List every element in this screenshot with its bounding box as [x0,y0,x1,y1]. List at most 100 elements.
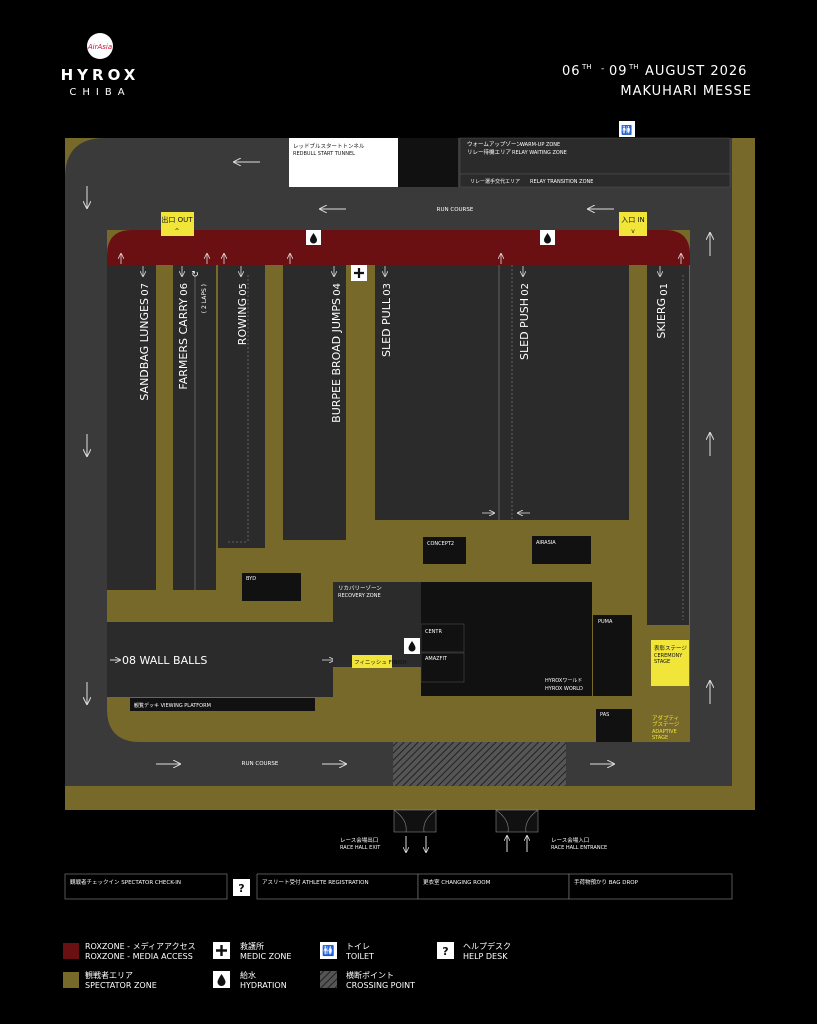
spectator-swatch [63,972,79,988]
date-end: 09 [609,64,628,79]
legend-crossing-en: CROSSING POINT [346,981,415,990]
exit-label: 出口 OUT [161,215,193,224]
farmers-laps-note: ( 2 LAPS ) [201,284,208,313]
legend-medic-en: MEDIC ZONE [240,952,291,961]
station-04-name: BURPEE BROAD JUMPS [330,298,343,423]
hyrox-world-en: HYROX WORLD [545,686,583,692]
hall-exit-jp: レース会場出口 [340,836,378,844]
toilet-icon-glyph: 🚻 [322,944,334,957]
legend-roxzone-jp: ROXZONE - メディアアクセス [85,941,196,951]
tunnel-dark-block [398,138,458,187]
lane-05 [218,265,265,548]
station-04-number: 04 [332,283,343,296]
centr-booth: CENTR [425,629,442,635]
station-05-number: 05 [238,283,249,296]
lane-08 [107,622,333,697]
exit-sign [161,212,194,236]
service-spectator-checkin: 観戦者チェックイン SPECTATOR CHECK-IN [70,878,181,886]
relay-transition-zone [459,173,731,188]
entry-sign [619,212,647,236]
date-month: AUGUST 2026 [645,64,747,79]
viewing-platform [130,698,315,711]
ceremony-label-jp: 表彰ステージ [654,644,687,652]
help-icon-glyph: ? [442,945,448,958]
airasia-booth: AIRASIA [536,540,556,546]
hall-doors: レース会場出口 RACE HALL EXIT レース会場入口 RACE HALL… [340,809,607,852]
date-start-suffix: TH [581,63,592,71]
lane-04 [283,265,346,540]
entry-arrow-icon: v [631,228,635,235]
toilet-icon [619,121,635,137]
station-lanes [107,265,689,697]
legend-spectator-en: SPECTATOR ZONE [85,981,157,990]
warmup-label-jp: ウォームアップゾーン [467,140,522,148]
station-01-name: SKIERG [655,298,668,339]
station-03-name: SLED PULL [380,297,393,357]
station-03-number: 03 [382,283,393,296]
legend: ROXZONE - メディアアクセス ROXZONE - MEDIA ACCES… [63,941,511,990]
airasia-logo-text: AirAsia [87,43,112,51]
toilet-icon-glyph: 🚻 [621,124,632,136]
brand-city: CHIBA [69,87,130,98]
station-02-name: SLED PUSH [518,298,531,360]
start-tunnel-label-jp: レッドブルスタートトンネル [293,142,365,150]
toilet-icon [320,942,337,959]
byd-booth: BYD [246,576,256,582]
legend-toilet-jp: トイレ [346,942,370,951]
recovery-label-jp: リカバリーゾーン [338,585,382,592]
station-06-name: FARMERS CARRY [177,298,190,390]
station-06-number: 06 [179,283,190,296]
brand-name: HYROX [61,66,140,84]
date-start: 06 [562,64,581,79]
hall-exit-en: RACE HALL EXIT [340,845,381,851]
legend-medic-jp: 救護所 [240,941,264,951]
legend-spectator-jp: 観戦者エリア [85,970,133,980]
finish-label: フィニッシュ FINISH [354,659,407,666]
date-dash: - [601,64,604,74]
lane-07 [107,265,156,590]
station-labels: 01 SKIERG 02 SLED PUSH 03 SLED PULL 04 B… [138,283,670,423]
help-icon [437,942,454,959]
lane-01 [647,265,689,625]
services-bar: 観戦者チェックイン SPECTATOR CHECK-IN ? アスリート受付 A… [64,873,733,900]
legend-hydration-jp: 給水 [240,970,256,980]
redbull-start-tunnel [289,138,398,187]
station-07-number: 07 [140,283,151,296]
adaptive-label-jp: アダプティブステージ [652,714,680,728]
airasia-logo: AirAsia [87,33,113,59]
puma-booth: PUMA [598,619,613,625]
legend-toilet-en: TOILET [345,952,374,961]
sponsor-booths: CONCEPT2 AIRASIA BYD CENTR AMAZFIT HYROX… [242,536,632,742]
pas-booth: PAS [600,712,609,718]
help-icon-glyph: ? [238,882,244,895]
legend-help-jp: ヘルプデスク [463,941,511,951]
loop-icon: ↻ [191,270,199,280]
legend-hydration-en: HYDRATION [240,981,287,990]
lane-06 [173,265,216,590]
viewing-label: 観覧デッキ VIEWING PLATFORM [134,702,211,709]
run-course-label-bottom: RUN COURSE [242,761,279,767]
service-bag-drop: 手荷物預かり BAG DROP [574,878,639,886]
amazfit-booth: AMAZFIT [425,656,448,662]
service-athlete-registration: アスリート受付 ATHLETE REGISTRATION [262,878,369,886]
date-end-suffix: TH [628,63,639,71]
relay-transition-label-en: RELAY TRANSITION ZONE [530,179,593,185]
station-02-number: 02 [520,283,531,296]
station-08-label: 08 WALL BALLS [122,654,207,667]
relay-wait-label-en: RELAY WAITING ZONE [512,150,567,156]
help-icon [233,879,250,896]
hall-entrance-en: RACE HALL ENTRANCE [551,845,607,851]
relay-wait-label-jp: リレー待機エリア [467,148,512,156]
station-05-name: ROWING [236,298,249,345]
start-tunnel-label-en: REDBULL START TUNNEL [293,151,355,157]
hyrox-world-jp: HYROXワールド [545,678,582,684]
event-dates: 06 TH - 09 TH AUGUST 2026 [562,63,747,79]
run-course-label-top: RUN COURSE [437,207,474,213]
roxzone-band [107,230,690,265]
service-changing-room: 更衣室 CHANGING ROOM [423,878,491,886]
entry-label: 入口 IN [621,216,645,224]
finish-sign [352,655,392,668]
